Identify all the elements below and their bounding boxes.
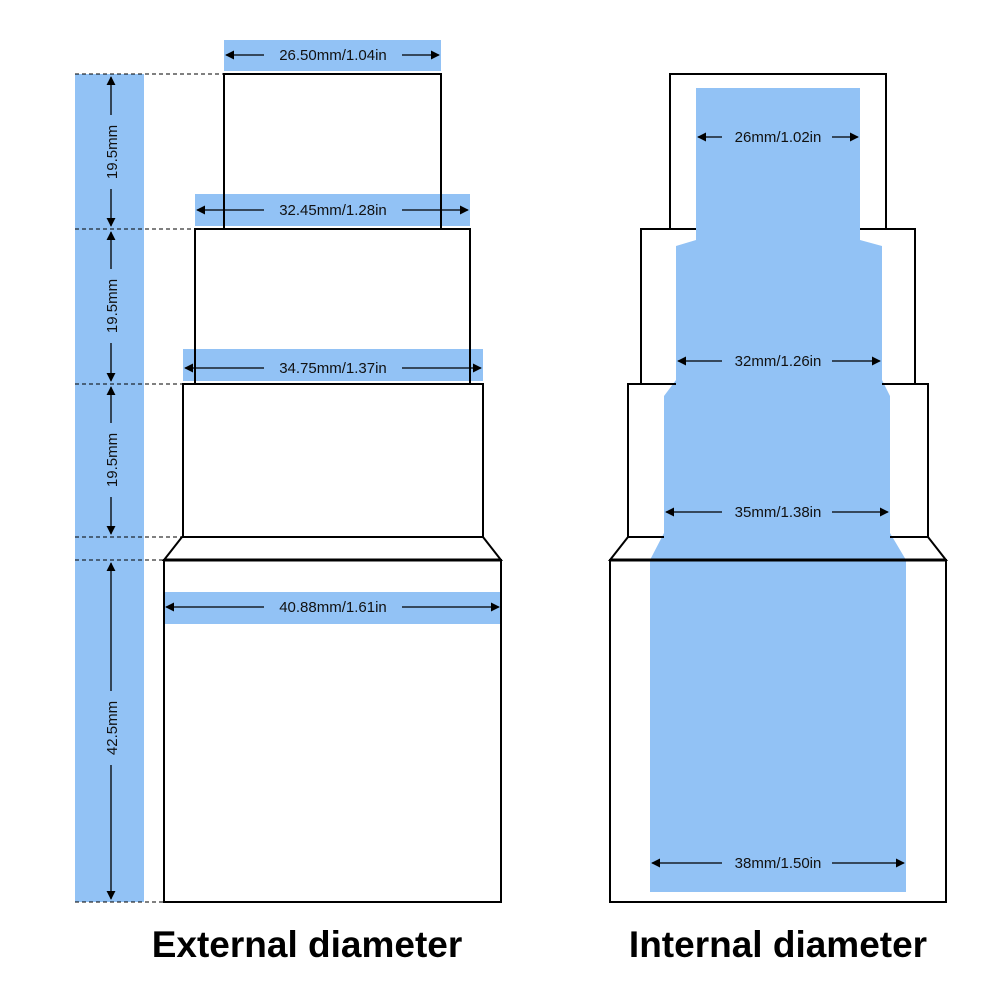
internal-bore-fill xyxy=(650,88,906,892)
height-label-4: 42.5mm xyxy=(104,701,121,755)
external-caption: External diameter xyxy=(152,924,463,965)
external-section-3 xyxy=(182,383,484,538)
height-label-1: 19.5mm xyxy=(104,125,121,179)
external-diameter-label-1: 26.50mm/1.04in xyxy=(279,47,387,64)
height-extension-lines xyxy=(75,73,224,903)
internal-diameter-label-3: 35mm/1.38in xyxy=(735,504,822,521)
internal-diagram: 26mm/1.02in 32mm/1.26in 35mm/1.38in 38mm… xyxy=(607,73,949,965)
external-diameter-label-3: 34.75mm/1.37in xyxy=(279,360,387,377)
external-taper xyxy=(161,536,504,561)
external-diagram: 26.50mm/1.04in 32.45mm/1.28in 34.75mm/1.… xyxy=(75,40,504,965)
external-diameter-label-4: 40.88mm/1.61in xyxy=(279,599,387,616)
external-diameter-label-2: 32.45mm/1.28in xyxy=(279,202,387,219)
height-label-2: 19.5mm xyxy=(104,279,121,333)
height-label-3: 19.5mm xyxy=(104,433,121,487)
internal-diameter-label-2: 32mm/1.26in xyxy=(735,353,822,370)
internal-diameter-label-4: 38mm/1.50in xyxy=(735,855,822,872)
internal-caption: Internal diameter xyxy=(629,924,927,965)
internal-diameter-label-1: 26mm/1.02in xyxy=(735,129,822,146)
